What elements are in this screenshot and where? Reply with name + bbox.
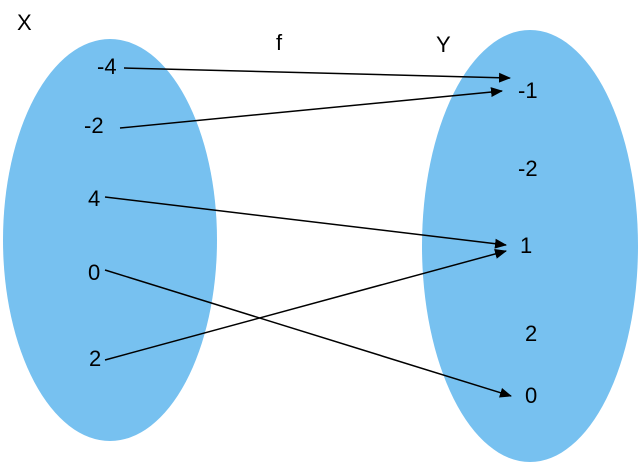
set-y-ellipse <box>422 30 638 462</box>
set-y-label: Y <box>436 32 451 57</box>
codomain-element: 2 <box>525 321 537 346</box>
domain-element: 0 <box>88 260 100 285</box>
domain-element: 2 <box>89 346 101 371</box>
arrow-neg4-to-neg1 <box>123 67 511 83</box>
arrow-4-to-1 <box>104 196 507 249</box>
domain-element: 4 <box>88 186 100 211</box>
domain-element: -4 <box>97 54 117 79</box>
codomain-element: 0 <box>525 383 537 408</box>
arrow-2-to-1 <box>104 249 507 361</box>
codomain-element: 1 <box>520 233 532 258</box>
arrow-0-to-0 <box>104 269 512 398</box>
function-label: f <box>276 30 283 55</box>
codomain-element: -2 <box>518 156 538 181</box>
set-x-ellipse <box>3 39 217 441</box>
domain-element: -2 <box>84 113 104 138</box>
set-x-label: X <box>17 10 32 35</box>
arrow-neg2-to-neg1 <box>119 87 503 129</box>
codomain-element: -1 <box>518 78 538 103</box>
